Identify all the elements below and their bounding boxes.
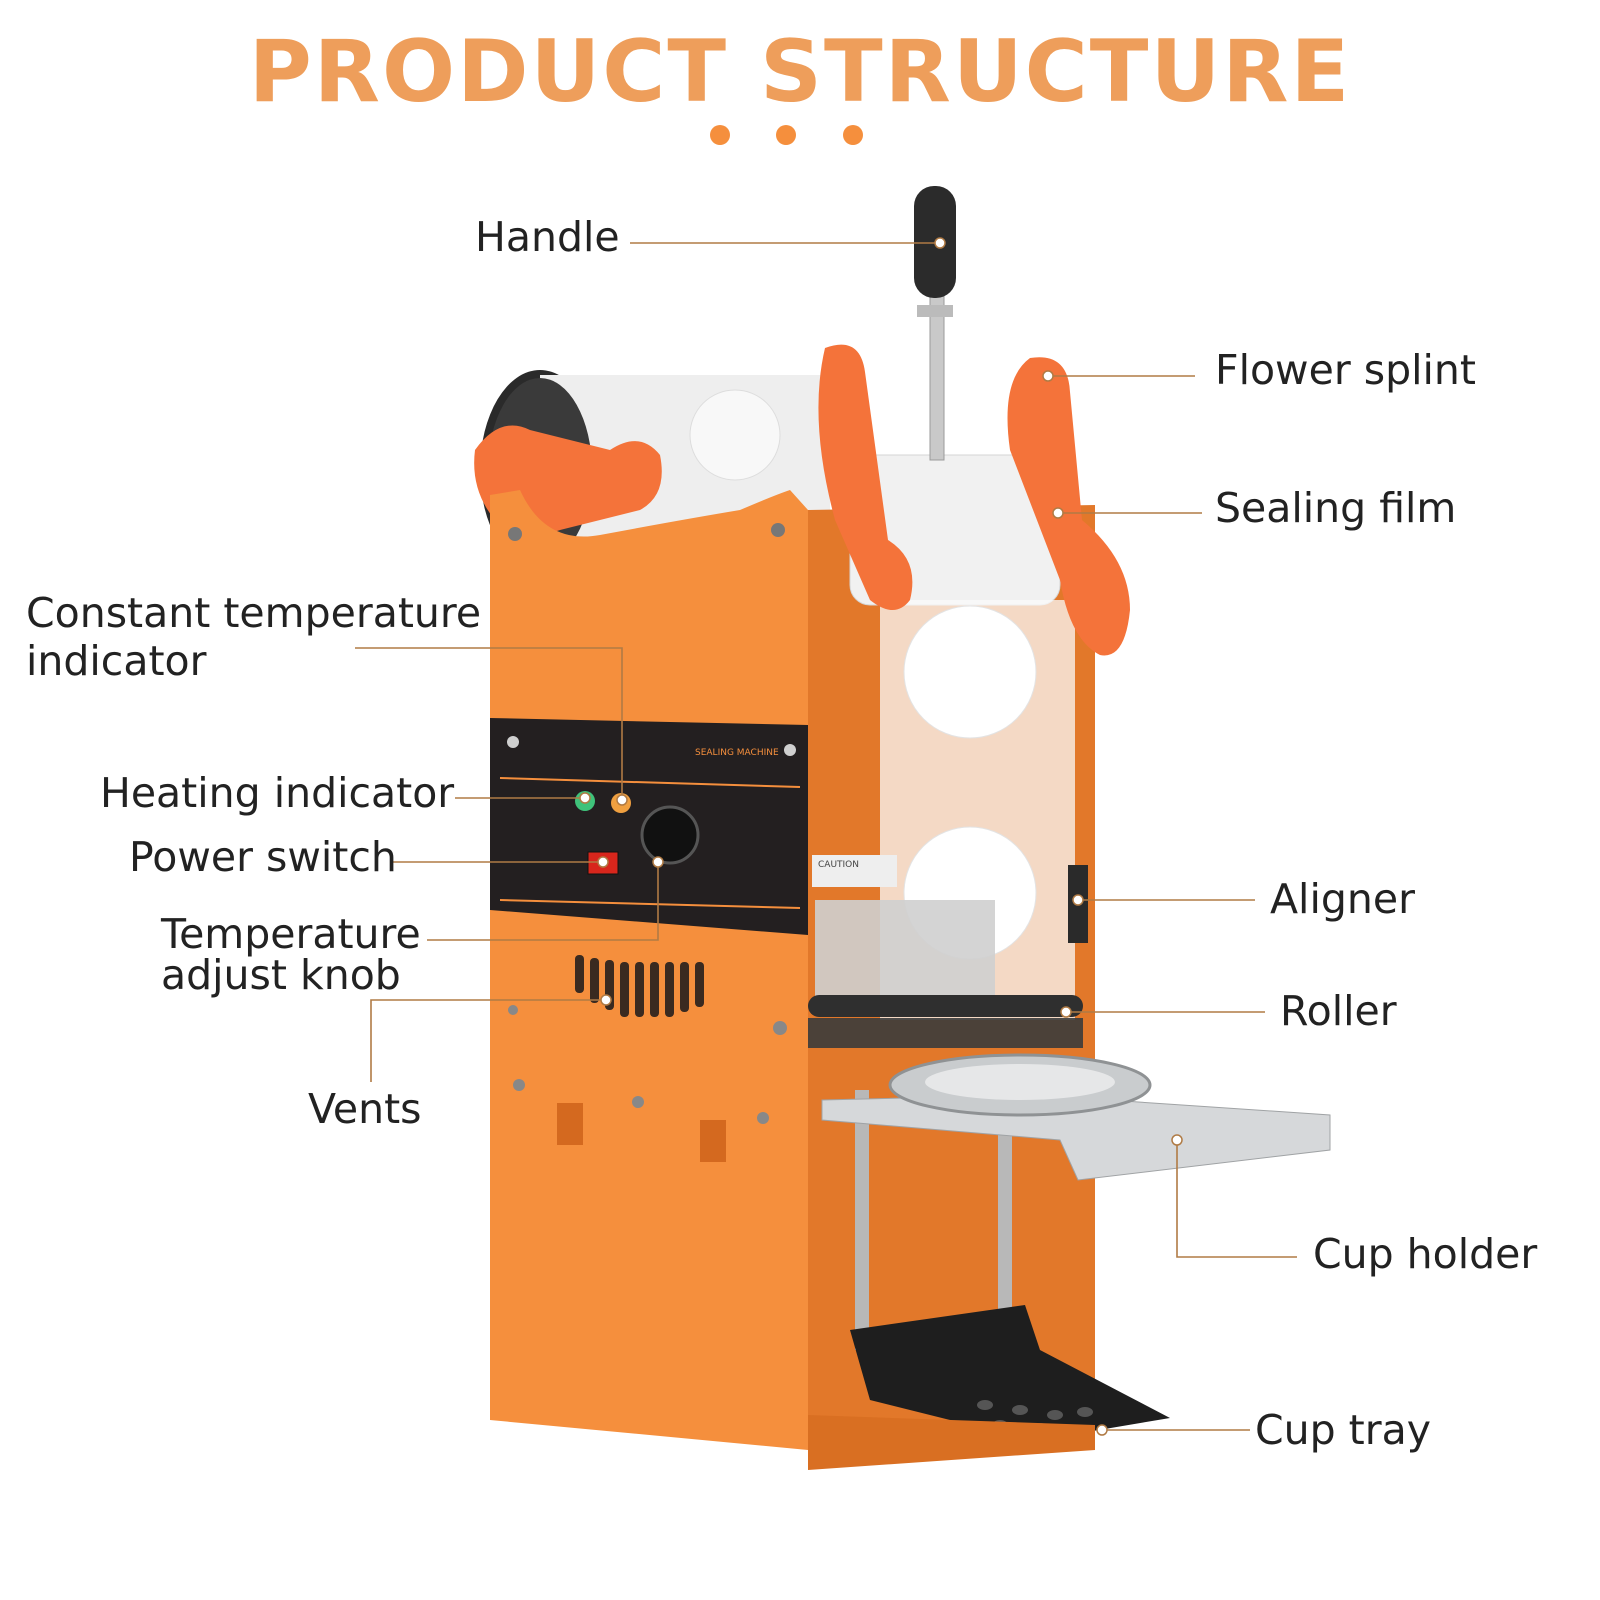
flower-splint-right (1007, 357, 1130, 656)
control-panel: SEALING MACHINE (490, 718, 808, 935)
heating-head (815, 900, 995, 1000)
label-constant-temperature-line2: indicator (26, 637, 207, 685)
leader-vents (370, 999, 606, 1082)
panel-brand-text: SEALING MACHINE (695, 748, 779, 758)
vents (575, 955, 704, 1017)
label-power-switch: Power switch (129, 833, 397, 881)
page-title: PRODUCT STRUCTURE (248, 22, 1352, 122)
machine-base (808, 1415, 1095, 1470)
machine-front-panel (490, 490, 808, 1450)
label-cup-tray: Cup tray (1255, 1406, 1431, 1454)
title-dot-2 (776, 125, 796, 145)
flower-splint-center (818, 344, 913, 610)
panel-screws (508, 1005, 787, 1162)
label-vents: Vents (308, 1085, 422, 1133)
label-flower-splint: Flower splint (1215, 346, 1476, 394)
label-temperature-knob-line2: adjust knob (161, 951, 401, 999)
label-heating-indicator: Heating indicator (100, 769, 455, 817)
label-aligner: Aligner (1270, 875, 1415, 923)
leader-constant-temperature (355, 647, 623, 800)
label-cup-holder: Cup holder (1313, 1230, 1538, 1278)
label-constant-temperature-line1: Constant temperature (26, 589, 482, 637)
threaded-rods (855, 1090, 1012, 1350)
caution-label: CAUTION (812, 855, 897, 887)
title-dot-1 (710, 125, 730, 145)
leader-cup-holder (1176, 1140, 1297, 1258)
label-temperature-knob-line1: Temperature (161, 910, 421, 958)
handle (914, 186, 956, 461)
leader-temperature-knob (427, 862, 659, 941)
roller (808, 995, 1083, 1048)
cup-holder (821, 1053, 1331, 1181)
label-roller: Roller (1280, 987, 1397, 1035)
anchor-dots (579, 237, 1183, 1436)
title-dot-3 (843, 125, 863, 145)
temperature-adjust-knob (640, 805, 700, 865)
label-sealing-film: Sealing film (1215, 484, 1457, 532)
leader-lines (355, 242, 1297, 1431)
label-handle: Handle (475, 213, 620, 261)
caution-text: CAUTION (818, 860, 859, 870)
title-dots (0, 125, 1600, 145)
